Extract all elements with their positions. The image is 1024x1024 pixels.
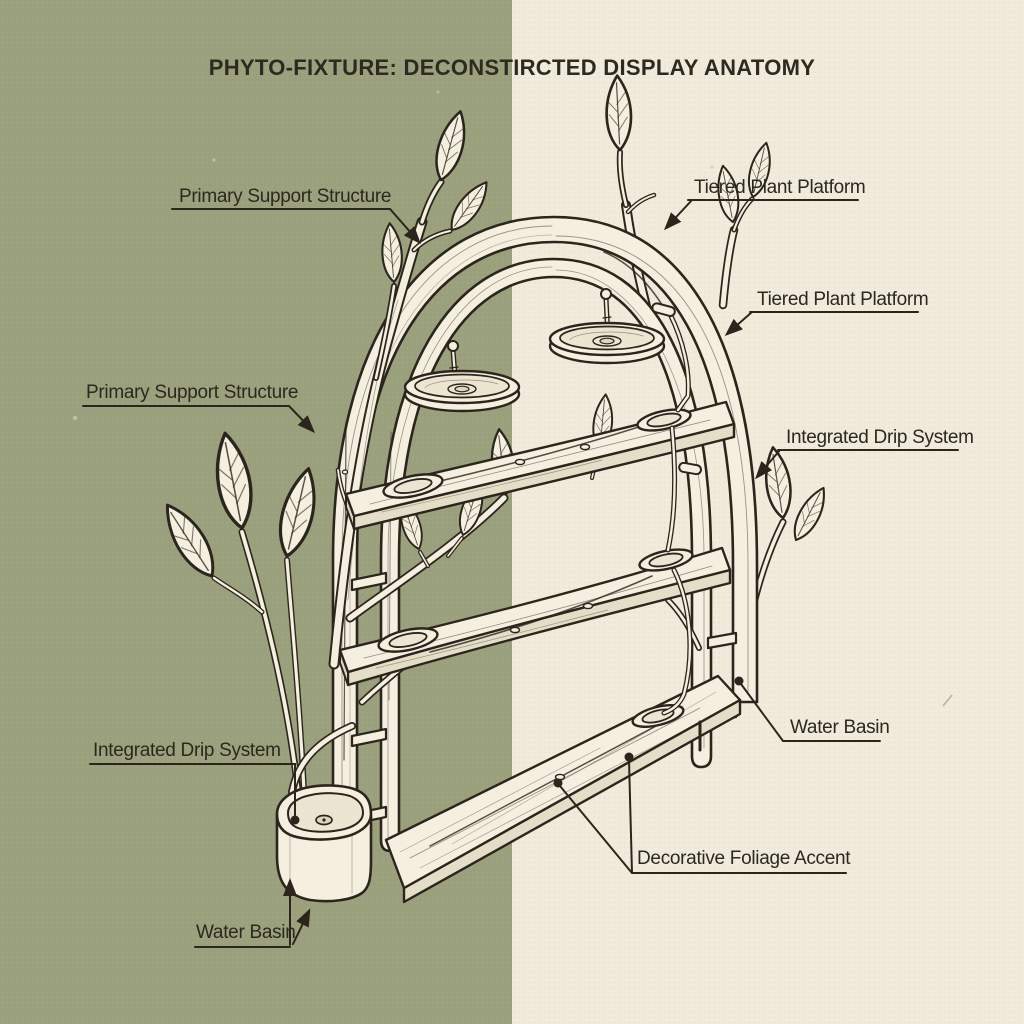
leader-integrated-drip-right — [755, 449, 781, 480]
branch-right-mid — [711, 139, 776, 310]
platform-top — [344, 400, 736, 531]
leader-dot — [290, 815, 300, 825]
integrated-drip-tubes — [651, 302, 702, 752]
label-decorative-foliage: Decorative Foliage Accent — [637, 848, 851, 869]
leader-dot — [553, 778, 563, 788]
page-title: PHYTO-FIXTURE: DECONSTIRCTED DISPLAY ANA… — [208, 55, 816, 80]
annotation-leaders — [82, 199, 959, 948]
pot-ring — [638, 548, 694, 572]
foliage-cluster-left — [153, 428, 324, 796]
leader-tiered-platform-right — [724, 311, 753, 336]
label-integrated-drip-right: Integrated Drip System — [786, 427, 974, 448]
pot-ring — [382, 473, 444, 499]
leader-dot — [624, 752, 634, 762]
leaf-icon — [787, 482, 833, 546]
pot-ring — [377, 627, 439, 653]
leaf-icon — [758, 444, 797, 522]
label-primary-support-top: Primary Support Structure — [179, 186, 392, 207]
branch-left-arch — [328, 107, 495, 670]
label-primary-support-left: Primary Support Structure — [86, 382, 299, 403]
label-integrated-drip-left: Integrated Drip System — [93, 740, 281, 761]
drip-tube-apex — [603, 251, 665, 309]
drip-peg — [651, 302, 676, 317]
leader-primary-support-top — [389, 208, 421, 245]
leader-water-basin-left-b — [292, 908, 311, 945]
leader-decorative-foliage-b — [628, 759, 633, 874]
drip-saucer-left — [403, 340, 521, 413]
leader-dot — [734, 676, 744, 686]
label-tiered-platform-top: Tiered Plant Platform — [694, 177, 866, 198]
leader-water-basin-right — [740, 683, 881, 742]
platform-middle — [338, 546, 732, 687]
leaf-icon — [272, 463, 324, 561]
leader-tiered-platform-top — [663, 199, 693, 231]
leaf-icon — [429, 107, 473, 185]
leaf-icon — [153, 496, 227, 585]
leaf-icon — [443, 175, 495, 238]
water-basin — [275, 784, 373, 903]
leaf-icon — [602, 73, 635, 153]
drip-peg — [678, 461, 702, 476]
label-water-basin-left: Water Basin — [196, 922, 296, 943]
leaf-icon — [378, 221, 406, 284]
label-tiered-platform-right: Tiered Plant Platform — [757, 289, 929, 310]
leader-primary-support-left — [288, 405, 316, 434]
leaf-icon — [206, 428, 261, 533]
pot-ring — [636, 408, 692, 432]
leader-integrated-drip-left — [89, 763, 296, 817]
label-water-basin-right: Water Basin — [790, 717, 890, 738]
drip-saucer-right — [548, 288, 666, 365]
